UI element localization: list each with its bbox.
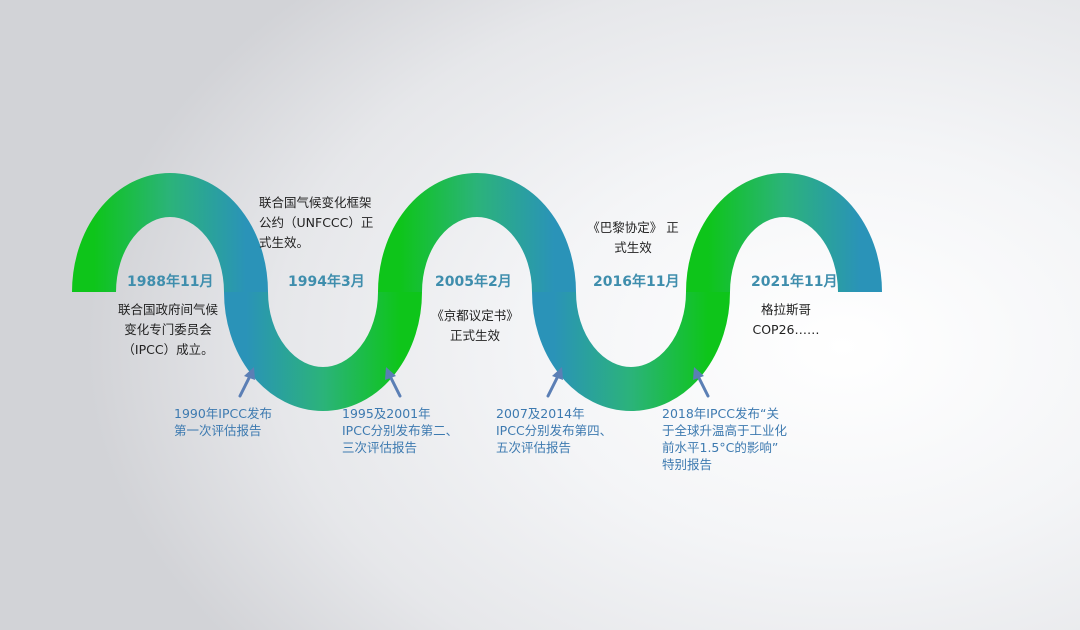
arrow-icon-1 <box>238 367 255 398</box>
ipcc-note-1990: 1990年IPCC发布 第一次评估报告 <box>174 406 272 438</box>
milestone-date-1994: 1994年3月 <box>288 274 365 290</box>
milestone-desc-2005: 《京都议定书》 正式生效 <box>431 308 519 343</box>
milestone-date-2005: 2005年2月 <box>435 274 512 290</box>
milestone-date-2021: 2021年11月 <box>751 274 838 290</box>
milestone-date-1988: 1988年11月 <box>127 274 214 290</box>
milestone-desc-2021: 格拉斯哥 COP26…… <box>752 302 820 337</box>
wave-segment-3 <box>378 173 576 293</box>
milestone-desc-2016: 《巴黎协定》 正 式生效 <box>587 220 679 255</box>
arrow-icon-2 <box>385 367 402 398</box>
ipcc-note-2018: 2018年IPCC发布“关 于全球升温高于工业化 前水平1.5°C的影响” 特别… <box>662 406 788 472</box>
ipcc-note-1995-2001: 1995及2001年 IPCC分别发布第二、 三次评估报告 <box>342 406 459 455</box>
milestone-desc-1988: 联合国政府间气候 变化专门委员会 （IPCC）成立。 <box>117 302 218 357</box>
wave-segment-2 <box>224 291 422 411</box>
wave-segment-4 <box>532 291 730 411</box>
ipcc-note-2007-2014: 2007及2014年 IPCC分别发布第四、 五次评估报告 <box>496 406 613 455</box>
arrow-icon-3 <box>546 367 563 398</box>
arrow-icon-4 <box>693 367 710 398</box>
milestone-date-2016: 2016年11月 <box>593 274 680 290</box>
wave-segment-1 <box>72 173 268 293</box>
wave-segment-5 <box>686 173 882 293</box>
milestone-desc-1994: 联合国气候变化框架 公约（UNFCCC）正 式生效。 <box>259 195 374 250</box>
